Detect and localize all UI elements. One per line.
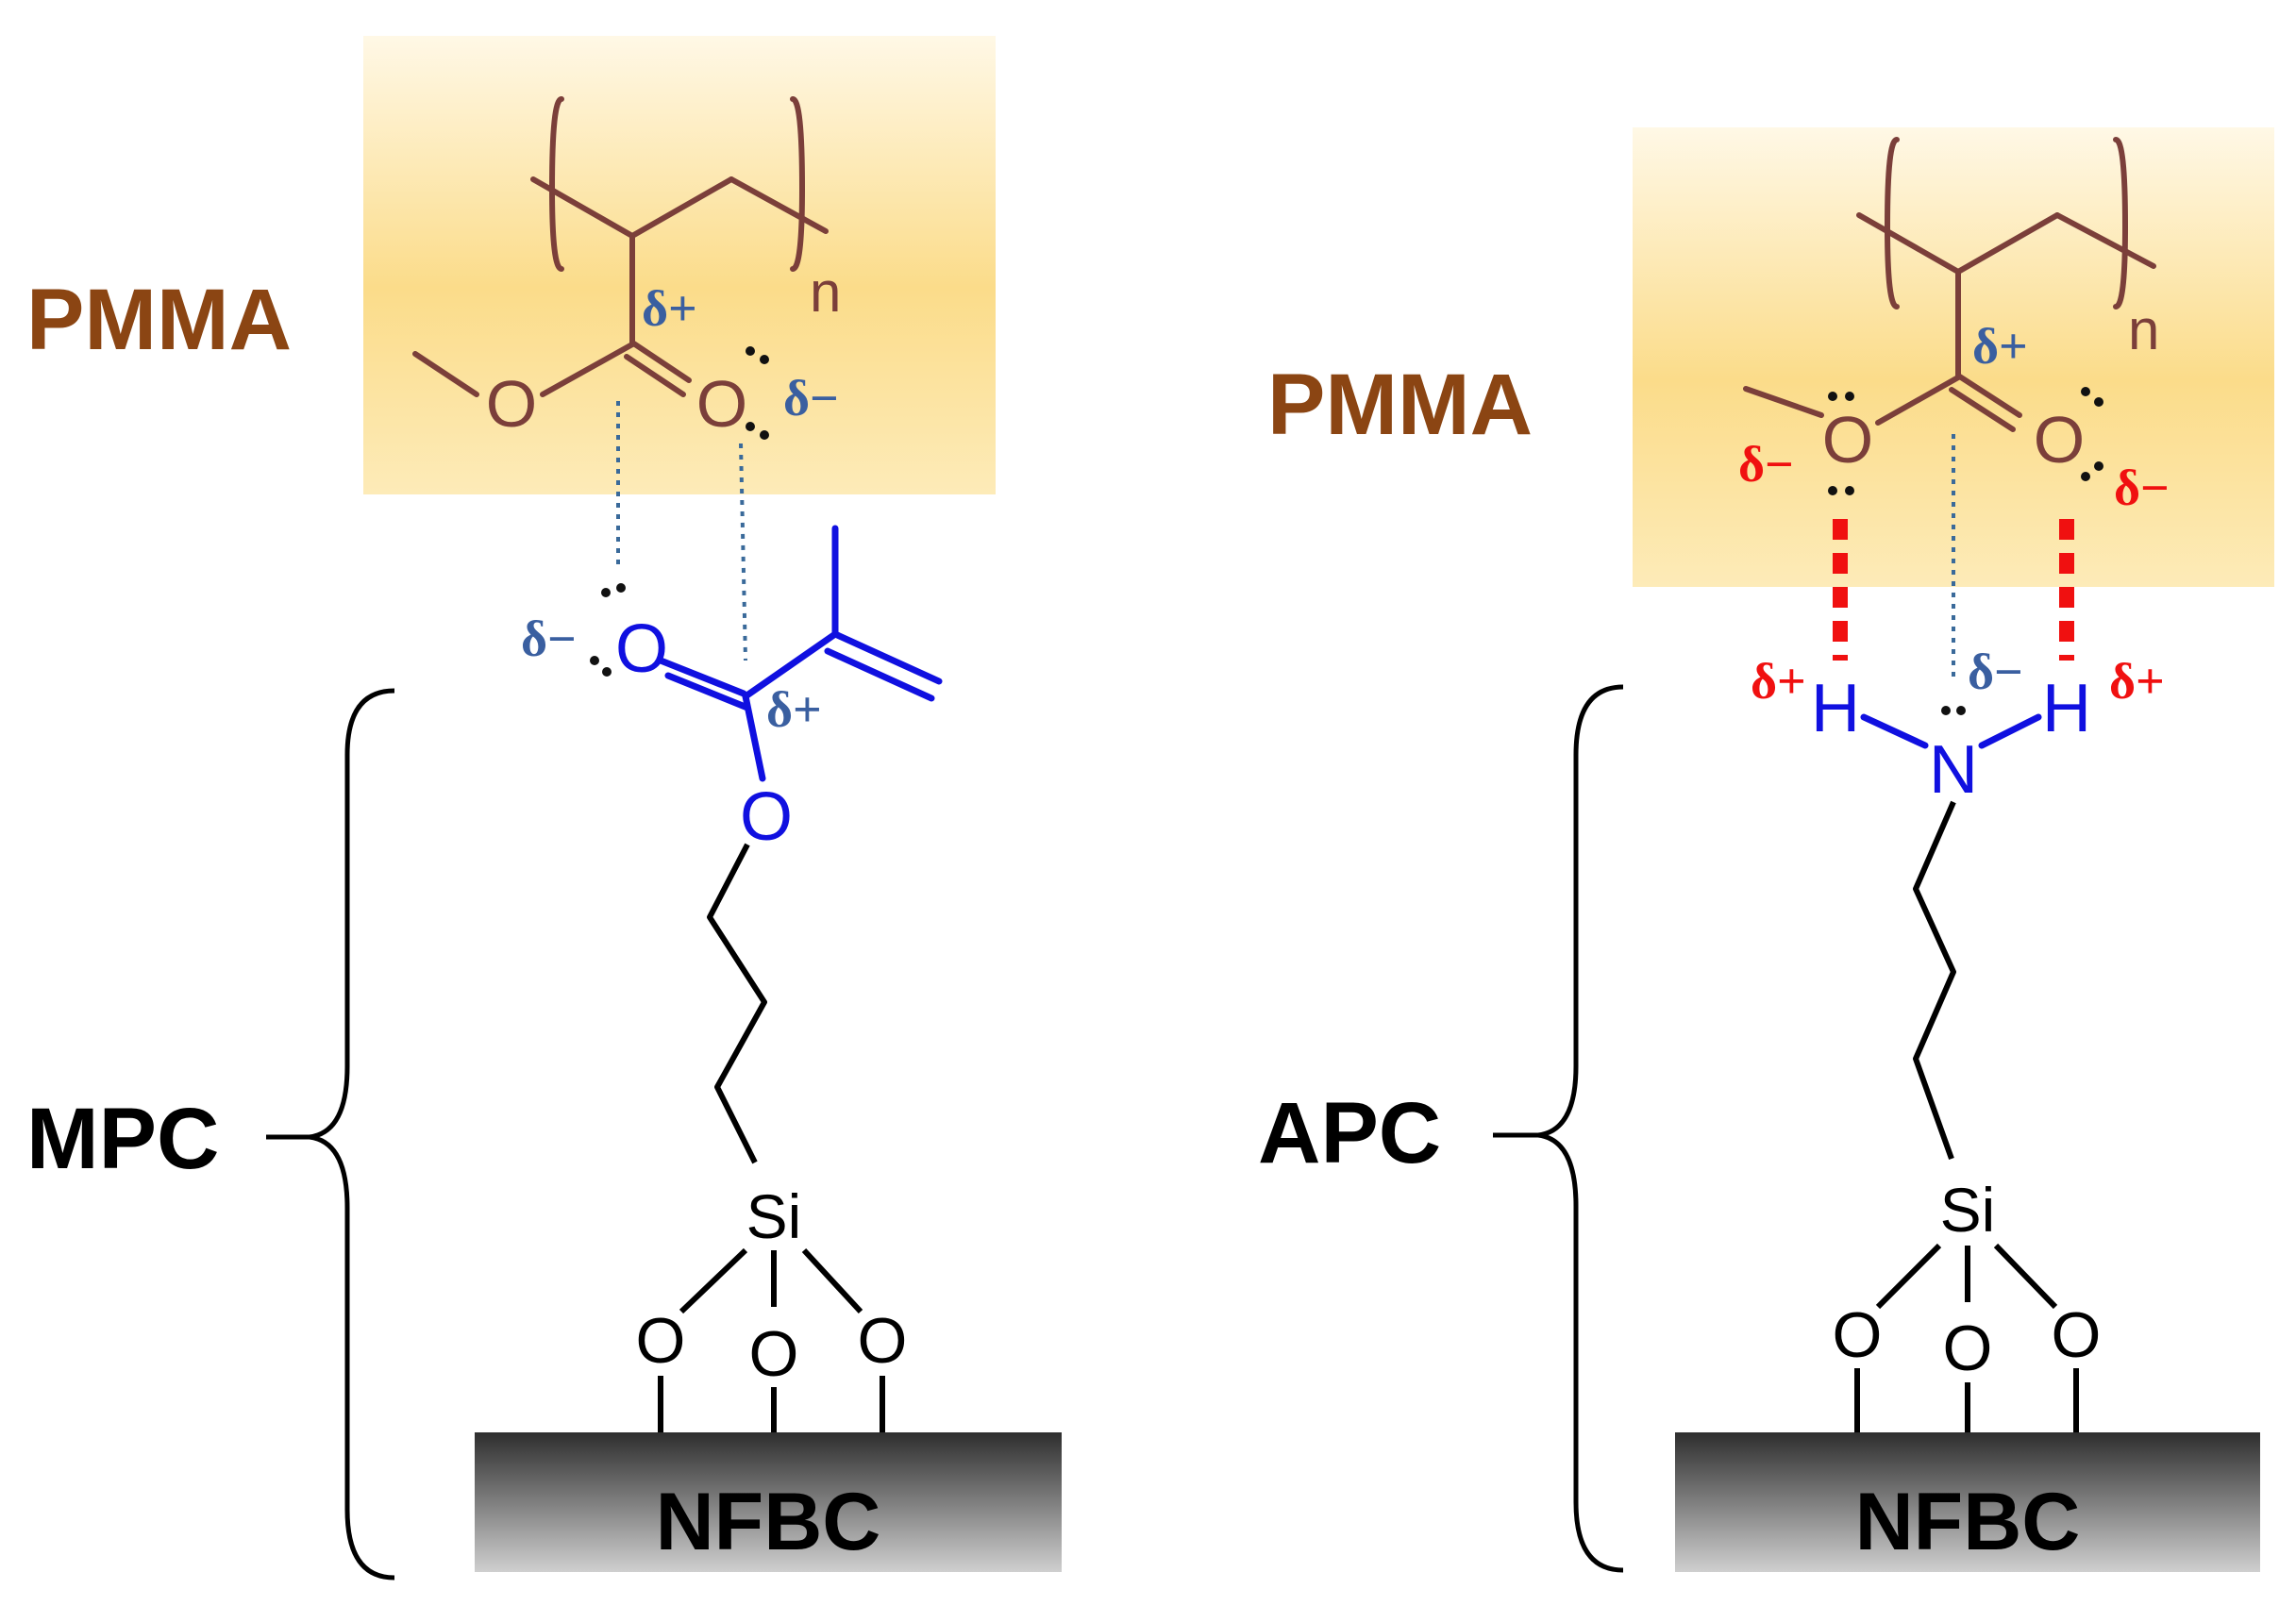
siloxane-bonds-left xyxy=(658,1247,885,1432)
amine-bonds-right xyxy=(1860,713,2042,749)
charge-n-right: δ− xyxy=(1968,644,2023,700)
anchor-oxygen-3-left: O xyxy=(858,1305,908,1377)
nfbc-label-right: NFBC xyxy=(1855,1477,2081,1567)
apc-label: APC xyxy=(1258,1085,1441,1181)
nfbc-label-left: NFBC xyxy=(656,1477,881,1567)
nfbc-substrate-left xyxy=(475,1432,1062,1572)
left-panel: PMMA n O O δ+ δ− xyxy=(26,36,1062,1581)
anchor-oxygen-1-left: O xyxy=(636,1305,686,1377)
silicon-right: Si xyxy=(1940,1175,1996,1245)
pmma-carbonyl-oxygen-left: O xyxy=(696,367,747,441)
lone-pair-nitrogen-right xyxy=(1941,706,1966,715)
dipole-interactions-left xyxy=(616,401,747,661)
anchor-oxygen-2-right: O xyxy=(1943,1313,1993,1384)
charge-pmma-carbon-left: δ+ xyxy=(642,280,697,337)
charge-pmma-ester-oxygen-right: δ− xyxy=(1738,436,1794,493)
anchor-oxygen-1-right: O xyxy=(1833,1299,1883,1371)
hydrogen-left-right-panel: H xyxy=(1811,671,1860,746)
mpc-label: MPC xyxy=(26,1091,219,1187)
lone-pairs-pmma-right xyxy=(1828,387,2103,495)
brace-left xyxy=(309,688,395,1581)
pmma-structure-left xyxy=(412,96,829,397)
propyl-chain-right xyxy=(1913,800,1956,1161)
nfbc-substrate-right xyxy=(1675,1432,2260,1572)
mpc-methacrylate-left xyxy=(657,525,943,782)
charge-h-right-right: δ+ xyxy=(2109,653,2165,710)
hydrogen-bonds-right xyxy=(1833,519,2074,661)
anchor-oxygen-3-right: O xyxy=(2052,1299,2102,1371)
monomer-carbonyl-oxygen-left: O xyxy=(615,611,668,687)
brace-right xyxy=(1537,684,1624,1573)
propyl-chain-left xyxy=(707,843,767,1164)
subscript-n-right: n xyxy=(2128,298,2159,361)
charge-pmma-carbon-right: δ+ xyxy=(1972,318,2028,375)
hydrogen-right-right-panel: H xyxy=(2042,671,2091,746)
pmma-label-right: PMMA xyxy=(1267,357,1533,453)
pmma-ester-oxygen-right: O xyxy=(1822,403,1873,477)
charge-monomer-oxygen-left: δ− xyxy=(521,611,577,667)
charge-pmma-carbonyl-oxygen-right: δ− xyxy=(2114,460,2170,516)
right-panel: PMMA n O O δ+ δ− δ− xyxy=(1258,127,2274,1573)
pmma-label-left: PMMA xyxy=(26,272,292,368)
nitrogen-right: N xyxy=(1929,732,1978,808)
lone-pairs-monomer-left xyxy=(590,583,626,677)
pmma-box-left xyxy=(363,36,996,494)
pmma-ester-oxygen-left: O xyxy=(486,367,537,441)
pmma-structure-right xyxy=(1743,137,2156,432)
siloxane-bonds-right xyxy=(1854,1243,2079,1432)
charge-pmma-oxygen-left: δ− xyxy=(783,370,839,427)
pmma-box-right xyxy=(1633,127,2274,587)
pmma-carbonyl-oxygen-right: O xyxy=(2034,403,2085,477)
subscript-n-left: n xyxy=(810,260,841,324)
lone-pairs-pmma-left xyxy=(746,346,769,440)
charge-monomer-carbon-left: δ+ xyxy=(766,681,822,738)
monomer-ester-oxygen-left: O xyxy=(740,779,793,855)
silicon-left: Si xyxy=(746,1181,802,1251)
anchor-oxygen-2-left: O xyxy=(749,1318,799,1390)
charge-h-left-right: δ+ xyxy=(1751,653,1806,710)
